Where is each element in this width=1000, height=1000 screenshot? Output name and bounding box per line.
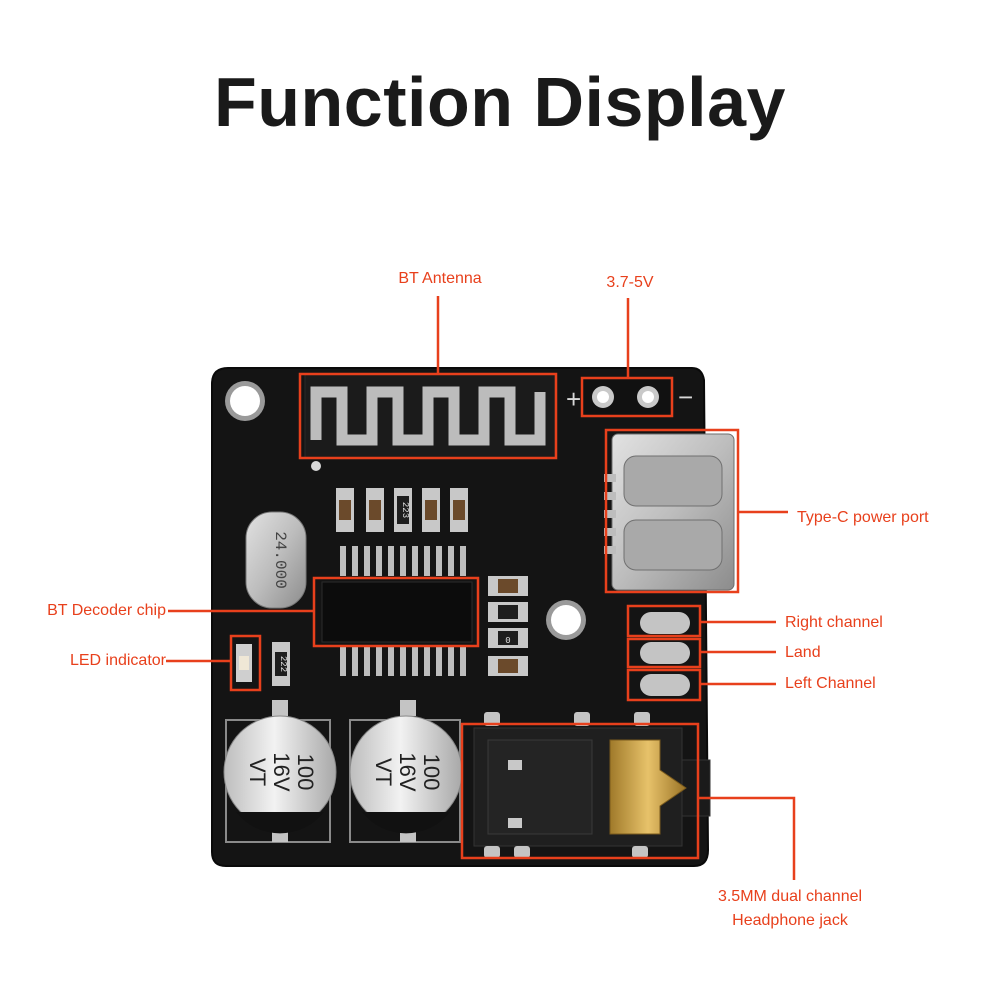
jack-pads — [484, 712, 650, 858]
jack-gold-contact — [609, 739, 687, 835]
resistor-column-mid — [488, 576, 528, 676]
capacitor-left-marking-2: 16V — [269, 752, 294, 791]
crystal-oscillator — [245, 511, 307, 609]
label-land: Land — [785, 644, 821, 661]
label-voltage: 3.7-5V — [606, 274, 654, 291]
resistor-marking-mid: 0 — [505, 636, 510, 646]
pad-land — [640, 642, 690, 664]
plus-sign: + — [566, 384, 581, 414]
resistor-marking-top: 223 — [400, 502, 410, 518]
minus-sign: − — [678, 382, 693, 412]
type-c-pins — [604, 474, 616, 554]
bt-decoder-chip — [321, 581, 473, 643]
capacitor-right-marking-3: VT — [371, 758, 396, 786]
label-jack-line2: Headphone jack — [732, 912, 848, 929]
annotations — [166, 296, 796, 880]
chip-pins-bottom — [340, 646, 466, 676]
capacitor-right-marking-1: 100 — [419, 754, 444, 791]
label-bt-chip: BT Decoder chip — [47, 602, 166, 619]
capacitor-right-marking-2: 16V — [395, 752, 420, 791]
capacitor-left-marking-1: 100 — [293, 754, 318, 791]
label-left-channel: Left Channel — [785, 675, 876, 692]
page-title: Function Display — [214, 63, 786, 141]
chip-pins-top — [340, 546, 466, 576]
capacitor-left-marking-3: VT — [245, 758, 270, 786]
pad-right-channel — [640, 612, 690, 634]
callout-box-antenna — [298, 372, 558, 460]
label-type-c: Type-C power port — [797, 509, 929, 526]
callout-box-led — [229, 634, 262, 692]
label-right-channel: Right channel — [785, 614, 883, 631]
crystal-marking: 24.000 — [271, 531, 289, 589]
label-bt-antenna: BT Antenna — [398, 270, 482, 287]
pad-left-channel — [640, 674, 690, 696]
antenna-trace — [310, 386, 546, 446]
resistor-marking-led: 222 — [278, 656, 288, 672]
resistor-row-top — [336, 488, 468, 532]
label-jack-line1: 3.5MM dual channel — [717, 888, 863, 905]
label-led: LED indicator — [69, 652, 166, 669]
callout-box-jack — [460, 722, 700, 860]
